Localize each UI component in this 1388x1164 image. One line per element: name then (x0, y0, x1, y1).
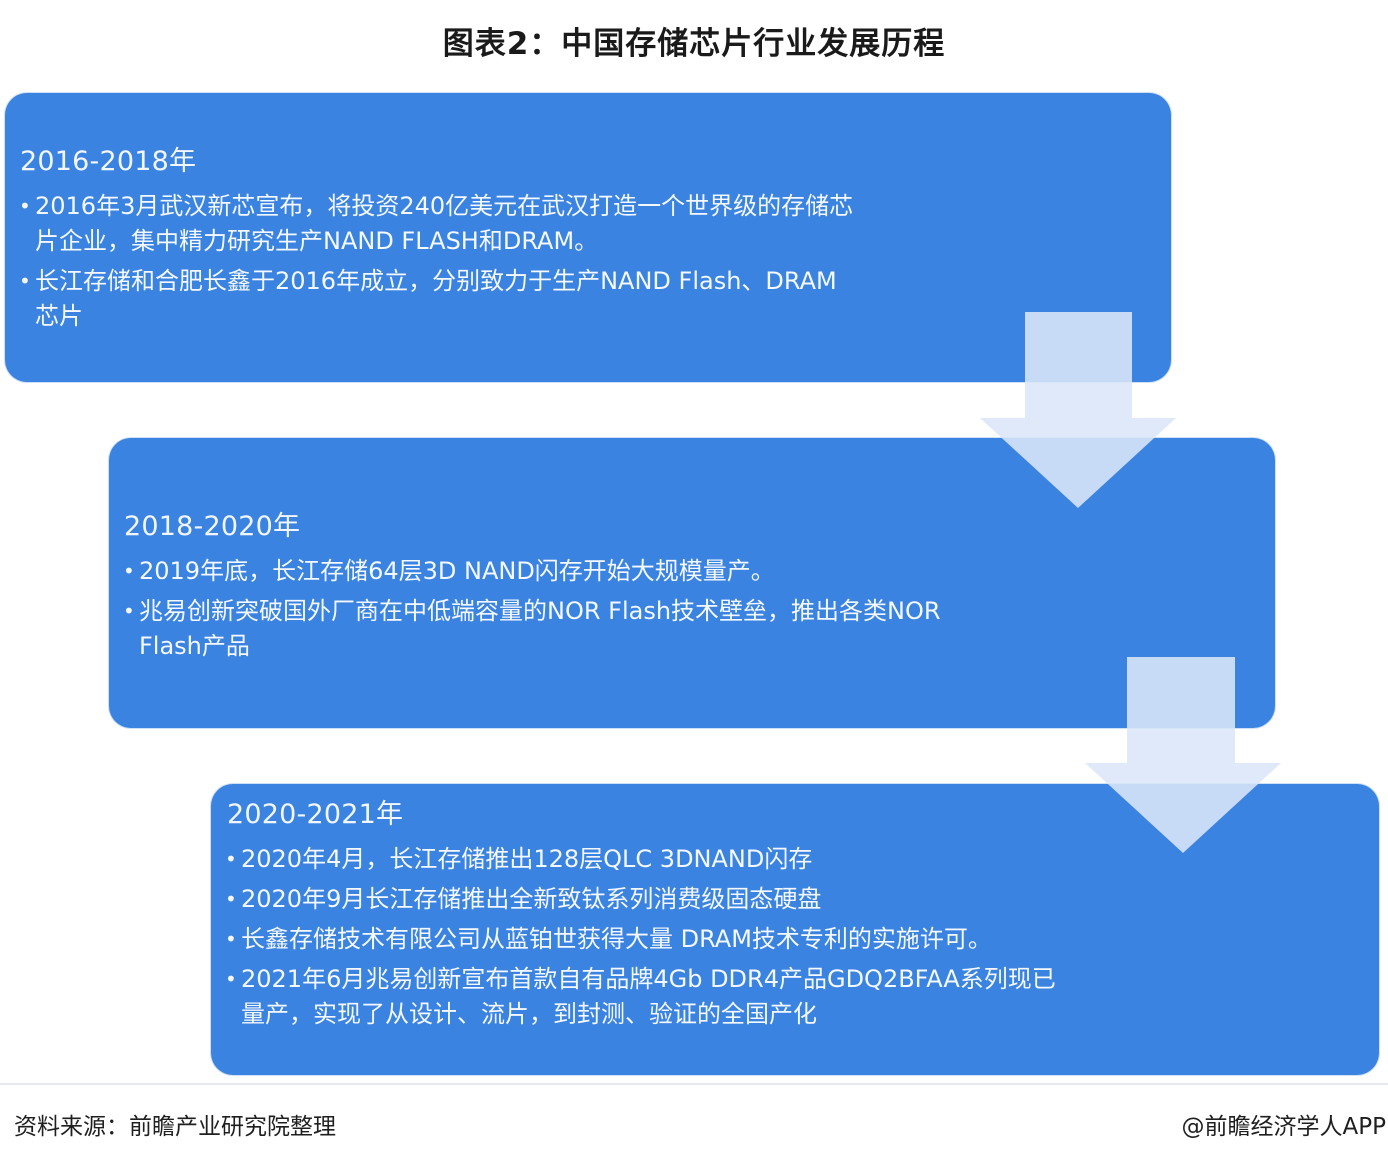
stage-bullet-item: • 2020年4月，长江存储推出128层QLC 3DNAND闪存 (225, 842, 1065, 877)
bullet-text: 2020年9月长江存储推出全新致钛系列消费级固态硬盘 (241, 885, 822, 913)
bullet-text: 2020年4月，长江存储推出128层QLC 3DNAND闪存 (241, 845, 813, 873)
stage-bullet-item: • 2020年9月长江存储推出全新致钛系列消费级固态硬盘 (225, 882, 1065, 917)
chart-title: 图表2：中国存储芯片行业发展历程 (442, 26, 946, 62)
bullet-dot-icon: • (19, 269, 31, 293)
stage-year-label: 2018-2020年 (124, 511, 301, 542)
bullet-dot-icon: • (225, 967, 237, 991)
stage-bullet-list: • 2020年4月，长江存储推出128层QLC 3DNAND闪存 • 2020年… (225, 842, 1065, 1037)
bullet-text: 2021年6月兆易创新宣布首款自有品牌4Gb DDR4产品GDQ2BFAA系列现… (241, 965, 1056, 1028)
stage-bullet-item: • 兆易创新突破国外厂商在中低端容量的NOR Flash技术壁垒，推出各类NOR… (123, 594, 963, 664)
footer-divider (0, 1083, 1388, 1085)
bullet-text: 兆易创新突破国外厂商在中低端容量的NOR Flash技术壁垒，推出各类NOR F… (139, 597, 941, 660)
stage-bullet-list: • 2019年底，长江存储64层3D NAND闪存开始大规模量产。 • 兆易创新… (123, 554, 963, 669)
footer-source: 资料来源：前瞻产业研究院整理 (14, 1114, 336, 1140)
bullet-text: 长鑫存储技术有限公司从蓝铂世获得大量 DRAM技术专利的实施许可。 (241, 925, 992, 953)
timeline-stage-2016-2018: 2016-2018年 • 2016年3月武汉新芯宣布，将投资240亿美元在武汉打… (5, 93, 1171, 382)
stage-bullet-item: • 2021年6月兆易创新宣布首款自有品牌4Gb DDR4产品GDQ2BFAA系… (225, 962, 1065, 1032)
stage-bullet-item: • 2016年3月武汉新芯宣布，将投资240亿美元在武汉打造一个世界级的存储芯片… (19, 189, 859, 259)
bullet-dot-icon: • (225, 927, 237, 951)
timeline-stage-2018-2020: 2018-2020年 • 2019年底，长江存储64层3D NAND闪存开始大规… (109, 438, 1275, 728)
bullet-dot-icon: • (225, 847, 237, 871)
bullet-text: 长江存储和合肥长鑫于2016年成立，分别致力于生产NAND Flash、DRAM… (35, 267, 837, 330)
bullet-dot-icon: • (123, 599, 135, 623)
bullet-dot-icon: • (225, 887, 237, 911)
stage-bullet-list: • 2016年3月武汉新芯宣布，将投资240亿美元在武汉打造一个世界级的存储芯片… (19, 189, 859, 339)
stage-bullet-item: • 长鑫存储技术有限公司从蓝铂世获得大量 DRAM技术专利的实施许可。 (225, 922, 1065, 957)
stage-year-label: 2020-2021年 (227, 799, 404, 830)
bullet-text: 2019年底，长江存储64层3D NAND闪存开始大规模量产。 (139, 557, 775, 585)
stage-year-label: 2016-2018年 (20, 146, 197, 177)
timeline-stage-2020-2021: 2020-2021年 • 2020年4月，长江存储推出128层QLC 3DNAN… (211, 784, 1379, 1075)
footer-credit: @前瞻经济学人APP (1181, 1114, 1386, 1140)
stage-bullet-item: • 长江存储和合肥长鑫于2016年成立，分别致力于生产NAND Flash、DR… (19, 264, 859, 334)
bullet-text: 2016年3月武汉新芯宣布，将投资240亿美元在武汉打造一个世界级的存储芯片企业… (35, 192, 854, 255)
bullet-dot-icon: • (19, 194, 31, 218)
bullet-dot-icon: • (123, 559, 135, 583)
stage-bullet-item: • 2019年底，长江存储64层3D NAND闪存开始大规模量产。 (123, 554, 963, 589)
